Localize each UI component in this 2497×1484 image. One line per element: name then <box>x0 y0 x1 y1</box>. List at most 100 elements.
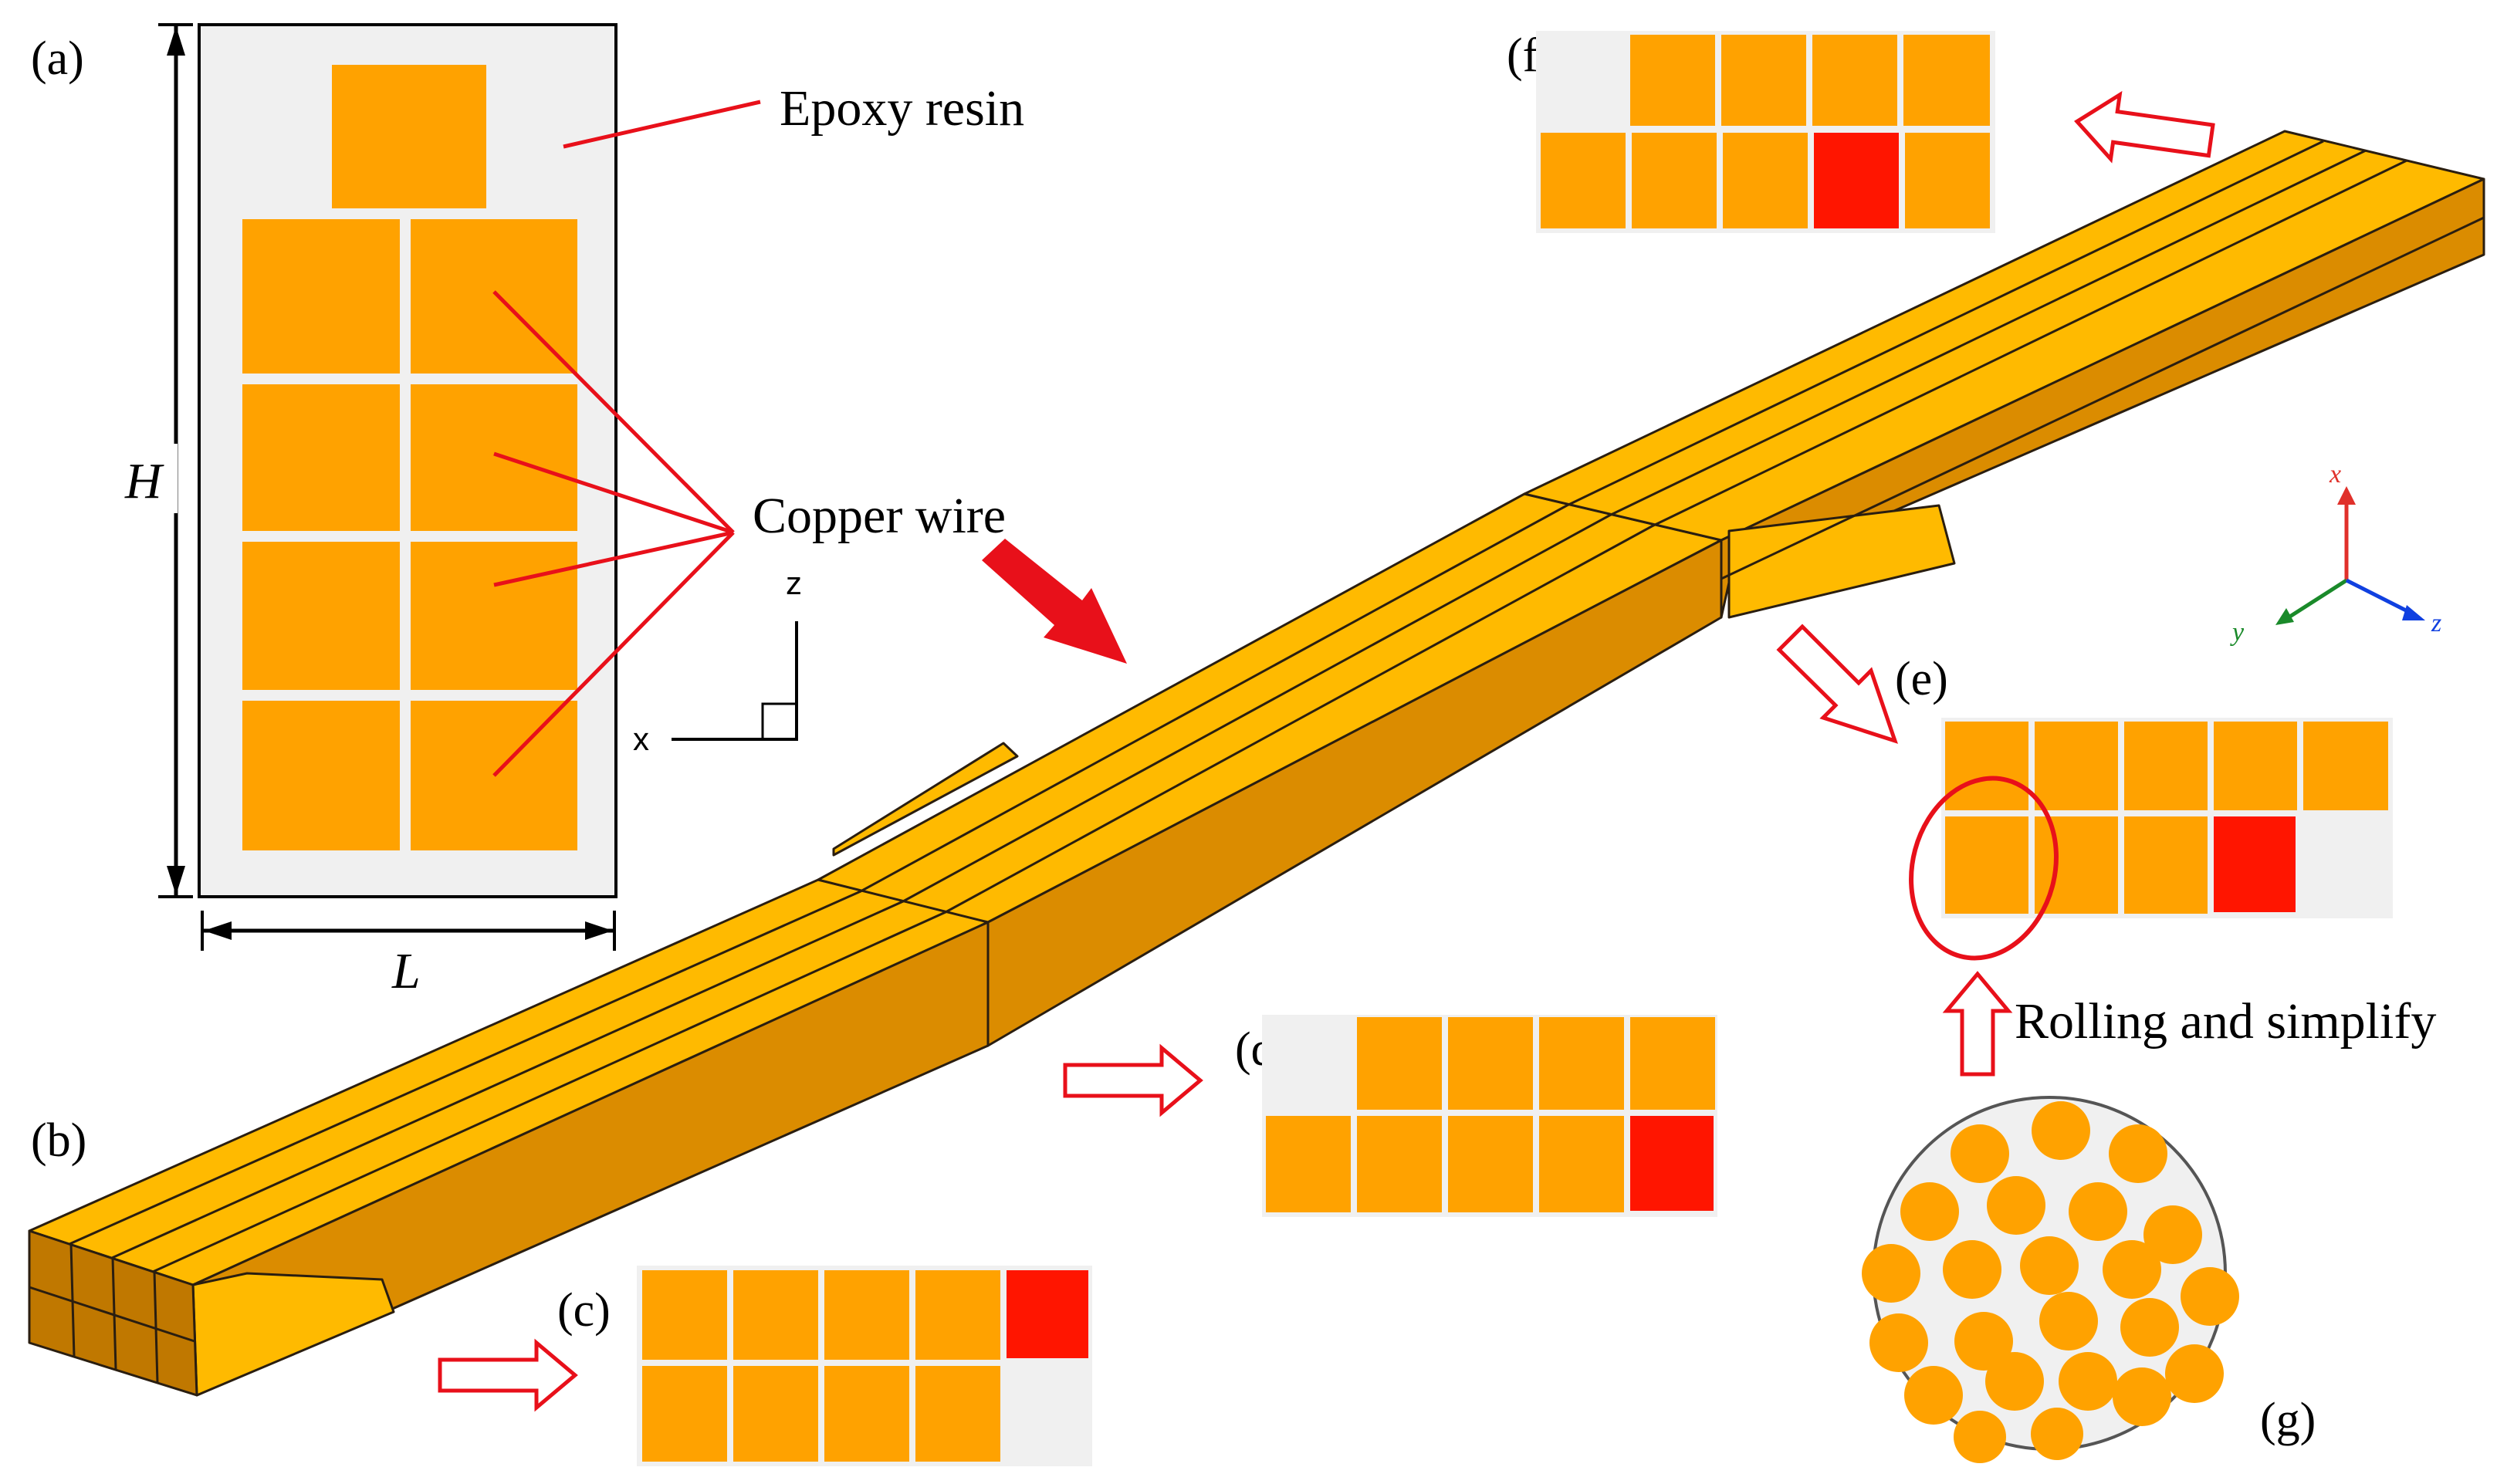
strand-cell <box>1905 133 1990 228</box>
wire-circle <box>2032 1101 2090 1160</box>
strand-cell <box>1541 133 1626 228</box>
copper-wire <box>411 384 577 531</box>
wire-circle <box>1869 1313 1928 1372</box>
cable-right-step <box>1727 504 1956 619</box>
copper-wire <box>411 542 577 690</box>
strand-cell <box>1630 35 1715 126</box>
solid-arrow-icon <box>982 539 1127 664</box>
strand-cell <box>1539 1116 1624 1212</box>
arrow-up-outline-icon <box>1942 971 2013 1077</box>
wire-circle <box>2103 1240 2161 1299</box>
wire-circle <box>2039 1292 2098 1350</box>
rolling-label: Rolling and simplify <box>2015 993 2436 1050</box>
panel-label-b: (b) <box>31 1114 86 1167</box>
strand-cell-highlight <box>1814 133 1899 228</box>
panel-label-g: (g) <box>2260 1394 2316 1446</box>
cable-lower-strand <box>191 1272 395 1397</box>
triad-x-label: x <box>2329 460 2341 488</box>
epoxy-resin-label: Epoxy resin <box>780 80 1024 137</box>
arrow-down-right-outline-icon <box>1776 624 1898 744</box>
axis-z-label: z <box>786 565 802 601</box>
strand-cell <box>915 1366 1000 1462</box>
strand-cell <box>733 1270 818 1360</box>
wire-circle <box>1904 1366 1963 1425</box>
panel-c-cross-section: (c) <box>438 1266 1092 1466</box>
copper-wire-label: Copper wire <box>753 488 1006 544</box>
arrow-left-outline-icon <box>2074 90 2215 164</box>
copper-wire <box>242 384 400 531</box>
wire-circle <box>1943 1240 2001 1299</box>
strand-cell <box>915 1270 1000 1360</box>
panel-d-cross-section: (d) <box>1063 1015 1717 1217</box>
copper-wire <box>242 542 400 690</box>
wire-circle <box>2109 1124 2167 1183</box>
strand-cell <box>1448 1116 1533 1212</box>
wire-circle <box>1900 1182 1959 1241</box>
epoxy-leader-line <box>563 100 761 149</box>
ellipse-highlight-icon <box>1909 776 2059 961</box>
strand-cell <box>2035 722 2118 810</box>
strand-cell <box>1945 722 2028 810</box>
wire-circle <box>1951 1124 2009 1183</box>
strand-cell <box>2303 722 2388 810</box>
strand-cell <box>2124 816 2208 914</box>
panel-e-cross-section: (e) <box>1776 624 2393 961</box>
strand-cell <box>1812 35 1897 126</box>
wire-circle <box>1987 1176 2045 1235</box>
wire-circle <box>1954 1411 2006 1463</box>
panel-f-cross-section: (f) <box>1507 29 2215 233</box>
arrow-right-outline-icon <box>438 1338 578 1412</box>
coordinate-axes: z x <box>633 565 802 757</box>
copper-wire-grid <box>242 65 577 850</box>
panel-label-a: (a) <box>31 32 84 85</box>
strand-cell <box>2214 722 2297 810</box>
axis-x-label: x <box>633 721 649 757</box>
wire-circle <box>1985 1352 2044 1411</box>
height-dimension: H <box>124 23 193 898</box>
strand-cell <box>824 1270 909 1360</box>
strand-cell <box>1721 35 1806 126</box>
strand-cell-highlight <box>2214 816 2296 912</box>
copper-leader-lines <box>492 290 735 777</box>
triad-z-label: z <box>2431 609 2441 637</box>
strand-cell <box>1903 35 1990 126</box>
copper-wire <box>242 219 400 374</box>
cable-step-strand <box>832 742 1019 857</box>
copper-wire-top <box>332 65 486 208</box>
wire-circle <box>2113 1367 2171 1426</box>
wire-circle <box>2120 1298 2179 1357</box>
copper-wire <box>242 701 400 850</box>
wire-circle <box>1954 1312 2013 1371</box>
wire-circle <box>1862 1244 1920 1303</box>
strand-cell-highlight <box>1007 1270 1088 1358</box>
cable-front-grid <box>29 1243 195 1384</box>
wire-circle <box>2069 1182 2127 1241</box>
strand-cell <box>1630 1017 1715 1110</box>
strand-cell <box>824 1366 909 1462</box>
strand-cell <box>642 1366 727 1462</box>
strand-cell <box>1632 133 1717 228</box>
panel-g-round-strand: (g) Rolling and simplify <box>1862 971 2436 1463</box>
wire-circle <box>2031 1408 2083 1460</box>
length-dimension: L <box>201 911 616 999</box>
panel-label-c: (c) <box>557 1284 611 1337</box>
height-label: H <box>124 453 164 509</box>
wire-circle <box>2059 1352 2117 1411</box>
strand-cell <box>1357 1116 1442 1212</box>
arrow-right-outline-icon <box>1063 1043 1203 1117</box>
strand-cell <box>2124 722 2208 810</box>
wire-circle <box>2165 1344 2224 1403</box>
strand-cell <box>1357 1017 1442 1110</box>
strand-cell <box>1945 816 2028 914</box>
axis-triad-icon: x y z <box>2230 460 2441 647</box>
strand-cell-highlight <box>1630 1116 1714 1211</box>
cable-strand-lines <box>69 140 2485 1273</box>
strand-cell <box>1539 1017 1624 1110</box>
triad-y-label: y <box>2230 618 2245 647</box>
strand-cell <box>733 1366 818 1462</box>
panel-b-cable-model: (b) <box>28 130 2485 1397</box>
wire-circle <box>2020 1236 2079 1295</box>
panel-label-e: (e) <box>1895 653 1948 705</box>
panel-a-cross-section: (a) H <box>31 23 1127 999</box>
